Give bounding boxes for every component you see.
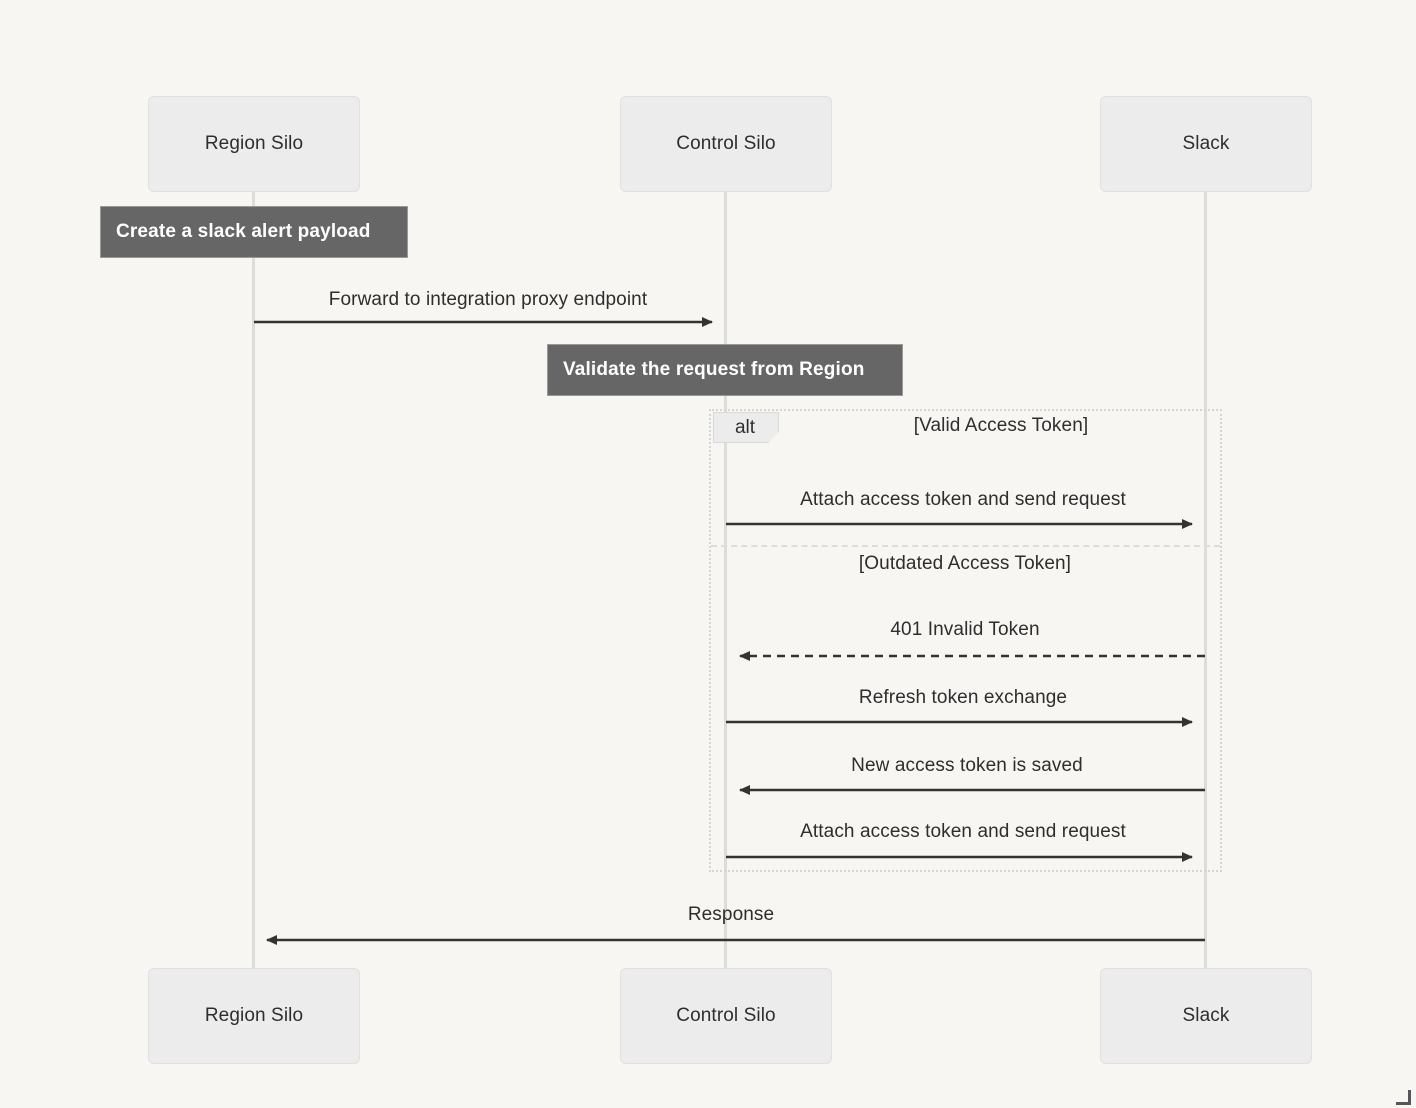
alt-condition-valid: [Valid Access Token] [914, 415, 1089, 437]
alt-branch-divider [711, 545, 1220, 547]
alt-fragment-tag: alt [713, 412, 779, 443]
note-create-slack-alert-payload[interactable]: Create a slack alert payload [100, 206, 408, 258]
message-label-401-invalid-token: 401 Invalid Token [890, 619, 1039, 641]
participant-region-silo-top[interactable]: Region Silo [148, 96, 360, 192]
message-label-forward: Forward to integration proxy endpoint [329, 289, 647, 311]
participant-control-silo-bottom[interactable]: Control Silo [620, 968, 832, 1064]
message-label-refresh-token-exchange-text: Refresh token exchange [858, 687, 1068, 708]
alt-fragment-frame [709, 409, 1222, 872]
message-label-refresh-token-exchange: Refresh token exchange [859, 687, 1067, 709]
note-validate-request-from-region[interactable]: Validate the request from Region [547, 344, 903, 396]
message-label-attach-token-retry: Attach access token and send request [800, 821, 1126, 843]
alt-condition-outdated-text: [Outdated Access Token] [858, 553, 1072, 574]
message-label-401-invalid-token-text: 401 Invalid Token [890, 619, 1040, 640]
message-label-attach-token-valid-text: Attach access token and send request [800, 489, 1126, 510]
message-label-response-text: Response [687, 904, 775, 925]
message-label-attach-token-retry-text: Attach access token and send request [800, 821, 1126, 842]
note-validate-request-from-region-text: Validate the request from Region [563, 359, 865, 380]
note-create-slack-alert-payload-text: Create a slack alert payload [116, 221, 371, 242]
alt-condition-valid-text: [Valid Access Token] [913, 415, 1089, 436]
participant-slack-bottom-label: Slack [1182, 1005, 1230, 1026]
message-label-response: Response [688, 904, 774, 926]
participant-control-silo-bottom-label: Control Silo [676, 1005, 776, 1026]
alt-fragment-tag-label: alt [734, 416, 756, 438]
message-label-new-access-token-saved: New access token is saved [851, 755, 1083, 777]
participant-region-silo-top-label: Region Silo [204, 133, 304, 154]
participant-region-silo-bottom[interactable]: Region Silo [148, 968, 360, 1064]
participant-slack-top-label: Slack [1182, 133, 1230, 154]
participant-region-silo-bottom-label: Region Silo [204, 1005, 304, 1026]
message-label-forward-text: Forward to integration proxy endpoint [328, 289, 648, 310]
participant-slack-top[interactable]: Slack [1100, 96, 1312, 192]
participant-control-silo-top[interactable]: Control Silo [620, 96, 832, 192]
participant-control-silo-top-label: Control Silo [676, 133, 776, 154]
message-arrows [254, 317, 1205, 945]
alt-condition-outdated: [Outdated Access Token] [859, 553, 1071, 575]
message-label-new-access-token-saved-text: New access token is saved [851, 755, 1083, 776]
message-label-attach-token-valid: Attach access token and send request [800, 489, 1126, 511]
resize-handle-corner[interactable] [1396, 1090, 1411, 1105]
participant-slack-bottom[interactable]: Slack [1100, 968, 1312, 1064]
lifelines [252, 192, 1207, 968]
